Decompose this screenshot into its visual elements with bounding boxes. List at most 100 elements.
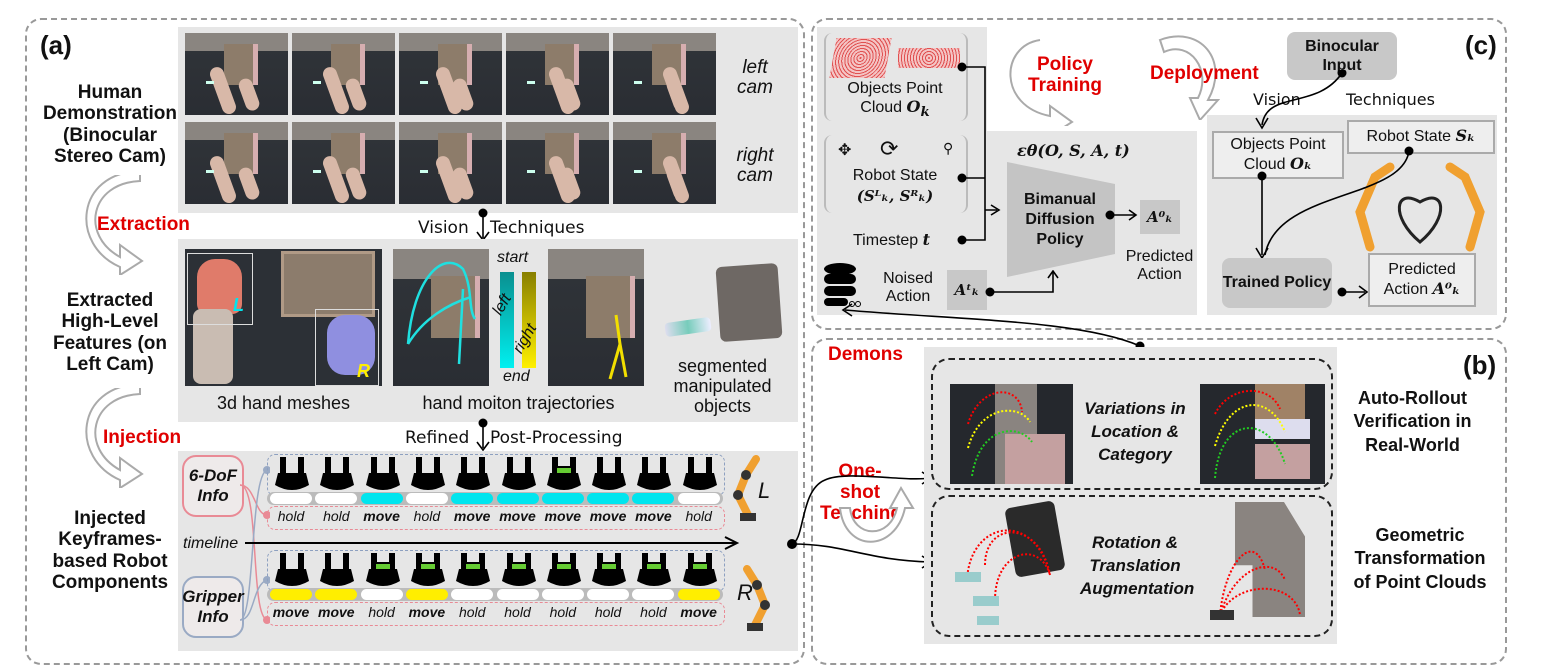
- legend-left-gradient: [500, 272, 514, 368]
- curved-arrow-extraction-icon: [85, 175, 144, 275]
- flow-down-arrow-2-icon: [476, 418, 490, 452]
- info-connectors: [240, 466, 270, 624]
- robot-arm-left-icon: [733, 455, 760, 521]
- point-cloud-bottle: [898, 48, 960, 68]
- left-gripper-6-icon: [501, 455, 537, 493]
- policy-training-arrow-icon: [1009, 39, 1074, 126]
- camera-frame-right-3: [399, 122, 502, 204]
- left-gripper-2-icon: [319, 455, 355, 493]
- camera-frame-left-2: [292, 33, 395, 115]
- stage-extracted-features: Extracted High-Level Features (on Left C…: [52, 290, 168, 375]
- panel-a-border: [25, 18, 805, 665]
- stage-human-demo: Human Demonstration (Binocular Stereo Ca…: [42, 82, 178, 167]
- rotation-group: [931, 495, 1333, 637]
- stage-injected-components: Injected Keyframes-based Robot Component…: [51, 508, 169, 593]
- left-state-bar-4: [405, 493, 448, 504]
- right-gripper-8-icon: [591, 551, 627, 589]
- right-gripper-7-icon: [546, 551, 582, 589]
- right-action-5: hold: [458, 604, 486, 620]
- diffusion-policy-label: Bimanual Diffusion Policy: [1023, 191, 1096, 248]
- right-gripper-1-icon: [274, 551, 310, 589]
- right-gripper-10-icon: [682, 551, 718, 589]
- database-icon: [824, 263, 861, 307]
- left-state-bar-10: [677, 493, 720, 504]
- variations-scene-2: [1200, 384, 1325, 484]
- rotate-icon: ⟳: [880, 136, 899, 161]
- right-action-9: hold: [640, 604, 667, 620]
- noised-action-symbol: Aᵗₖ: [947, 270, 987, 310]
- O-k-symbol: Ok: [907, 97, 930, 119]
- right-state-bar-6: [496, 589, 539, 600]
- diffusion-policy-shape: [1007, 162, 1115, 277]
- variations-scene-1: [950, 384, 1073, 484]
- right-gripper-5-icon: [455, 551, 491, 589]
- variations-caption: Variations in Location & Category: [1084, 399, 1186, 464]
- camera-frame-right-4: [506, 122, 609, 204]
- robot-state-math: (Sᴸₖ, Sᴿₖ): [856, 187, 934, 205]
- gripper-state-icon: ⚲: [943, 140, 954, 156]
- right-action-6: hold: [504, 604, 531, 620]
- epsilon-formula: εθ(O, S, A, t): [1017, 141, 1130, 160]
- hand-R-bbox: [315, 309, 379, 386]
- left-action-7: move: [544, 508, 582, 524]
- legend-end: end: [503, 368, 530, 385]
- left-gripper-7-icon: [546, 455, 582, 493]
- transition-demons: Demons: [828, 344, 903, 365]
- curved-arrow-injection-icon: [85, 388, 144, 488]
- camera-frame-right-2: [292, 122, 395, 204]
- right-action-3: hold: [368, 604, 395, 620]
- trained-policy-box: Trained Policy: [1222, 258, 1332, 308]
- timestep-var: t: [922, 230, 931, 249]
- deploy-A-k0: A⁰ₖ: [1432, 278, 1461, 298]
- point-cloud-drawer: [829, 38, 892, 78]
- right-state-bar-8: [587, 589, 630, 600]
- panel-b-tag: (b): [1463, 350, 1497, 380]
- left-state-bar-3: [360, 493, 403, 504]
- left-cam-label: left cam: [737, 57, 773, 98]
- deploy-point-cloud-text: Objects Point Cloud: [1230, 136, 1326, 173]
- left-state-bar-7: [541, 493, 584, 504]
- left-action-6: move: [499, 508, 536, 524]
- hand-L-label: L: [233, 295, 244, 315]
- left-action-2: hold: [323, 508, 350, 524]
- right-state-bar-9: [632, 589, 675, 600]
- camera-frame-left-1: [185, 33, 288, 115]
- left-action-8: move: [589, 508, 627, 524]
- legend-right-gradient: [522, 272, 536, 368]
- right-state-bar-3: [360, 589, 403, 600]
- deploy-S-k: Sₖ: [1455, 126, 1476, 146]
- camera-frame-left-3: [399, 33, 502, 115]
- robot-arm-right-icon: [743, 565, 770, 631]
- deployment-connectors: [1255, 70, 1414, 299]
- legend-start: start: [497, 249, 529, 266]
- translate-icon: ✥: [838, 142, 852, 159]
- demo-link-curve: [841, 303, 1145, 350]
- predicted-action-symbol: A⁰ₖ: [1140, 200, 1180, 234]
- arm-R-label: R: [737, 580, 753, 605]
- left-action-1: hold: [277, 508, 305, 524]
- right-gripper-9-icon: [636, 551, 672, 589]
- arm-L-label: L: [758, 478, 771, 503]
- hand-meshes-caption: 3d hand meshes: [216, 393, 351, 413]
- robot-state-bracket: [824, 135, 968, 213]
- noised-action-label: Noised Action: [883, 270, 933, 305]
- deploy-point-cloud-box: Objects Point Cloud Oₖ: [1212, 131, 1344, 179]
- left-state-bar-2: [315, 493, 358, 504]
- panel-a-tag: (a): [40, 30, 72, 60]
- variations-group: [931, 358, 1333, 490]
- objects-point-cloud-text: Objects Point Cloud: [847, 80, 943, 116]
- panel-c-tag: (c): [1465, 30, 1497, 60]
- policy-output-arrow: [1105, 209, 1138, 221]
- left-action-3: move: [363, 508, 400, 524]
- flow-postprocessing-label: Post-Processing: [490, 428, 623, 448]
- flow-techniques-label: Techniques: [490, 218, 585, 238]
- trajectories-caption: hand moiton trajectories: [422, 393, 615, 413]
- timestep-text: Timestep: [853, 232, 919, 249]
- camera-frame-left-5: [613, 33, 716, 115]
- left-gripper-4-icon: [410, 455, 446, 493]
- rotation-scene-1: [945, 500, 1075, 630]
- left-state-bar-1: [270, 493, 312, 504]
- right-action-2: move: [318, 604, 355, 620]
- one-shot-connectors: [787, 471, 933, 569]
- right-state-bar-7: [541, 589, 584, 600]
